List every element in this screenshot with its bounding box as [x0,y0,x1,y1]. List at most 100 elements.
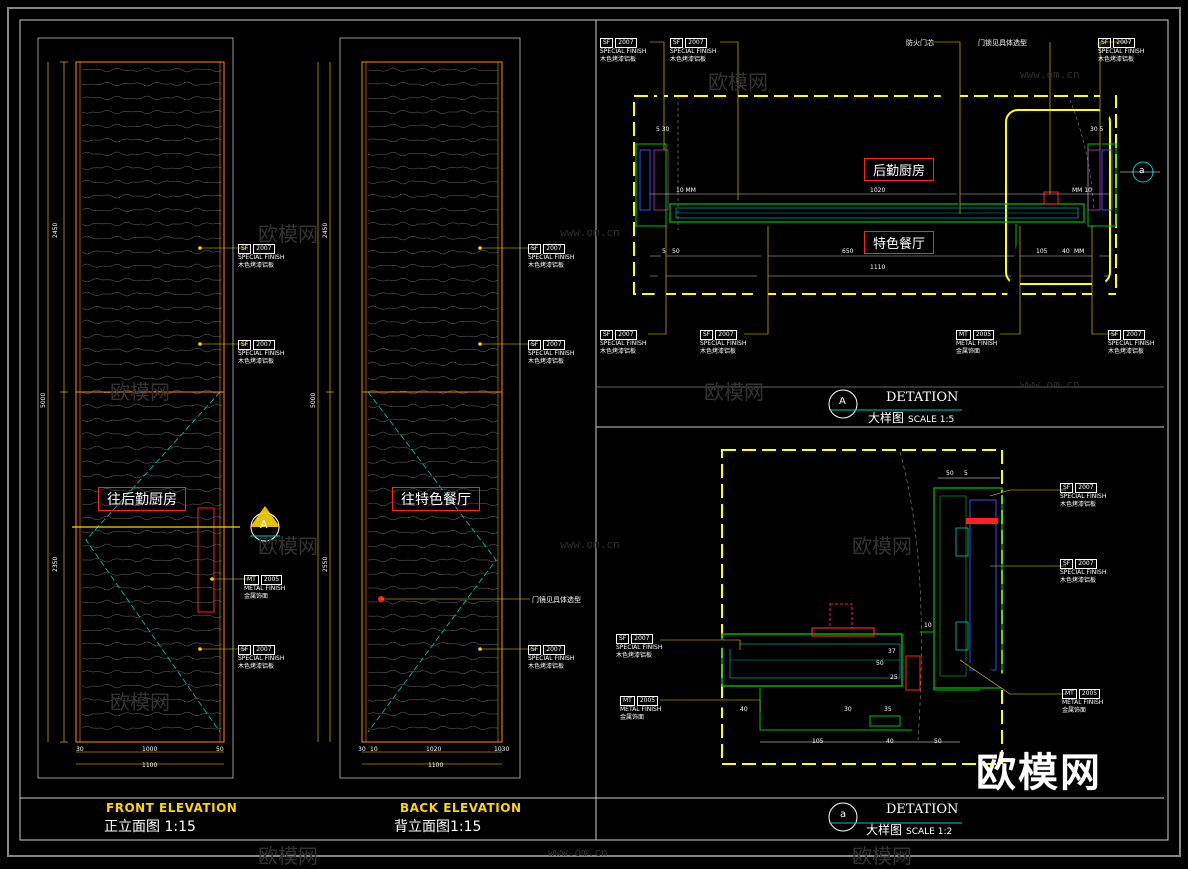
front-direction-label: 往后勤厨房 [98,487,186,511]
detail-a2-title-marker [828,802,962,832]
watermark: 欧模网 [258,222,318,246]
detail-a2-marker-letter: a [840,809,847,820]
detail-a-dim-5: 5 [662,248,666,255]
detail-a-dim-1020: 1020 [870,187,886,194]
watermark-url: www.om.cn [1020,378,1080,391]
lock-note: 门锁见具体选型 [978,39,1027,47]
detail-a-dim-50: 50 [672,248,680,255]
outer-border [7,7,1181,857]
front-viewport [37,37,234,779]
back-dim-bottom-b: 10 [370,746,378,753]
detail-a-dim-mm10: MM 10 [1072,187,1092,194]
watermark-url: www.om.cn [1020,68,1080,81]
detail-a-dim-530: 5 30 [656,126,670,133]
back-dim-upper: 2450 [322,222,329,238]
front-dimensions [47,61,224,765]
watermark: 欧模网 [110,690,170,714]
detail-a-dim-1110: 1110 [870,264,886,271]
detail-a-dim-40: 40 [1062,248,1070,255]
front-dim-bottom-a: 30 [76,746,84,753]
back-dim-bottom-d: 1030 [494,746,510,753]
detail-a-title: DETATION [886,390,959,405]
detail-a2-dim-50c: 50 [876,660,884,667]
front-dim-lower: 2350 [52,556,59,572]
brand-watermark: 欧模网 [976,750,1102,796]
section-marker-a [250,506,280,542]
detail-a-dim-105: 105 [1036,248,1048,255]
detail-a-label-top: 后勤厨房 [864,158,935,181]
detail-a2-dim-37: 37 [888,648,896,655]
detail-a2-dim-50: 50 [946,470,954,477]
detail-a-title-marker [828,389,962,419]
back-dim-bottom-c: 1020 [426,746,442,753]
front-title-en: FRONT ELEVATION [106,801,238,815]
detail-a-dim-10mm: 10 MM [676,187,696,194]
elevation-leaders [198,246,536,651]
back-title-en: BACK ELEVATION [400,801,522,815]
watermark: 欧模网 [704,380,764,404]
detail-a2-dim-40b: 40 [740,706,748,713]
detail-a-drawing [633,95,1117,295]
watermark: 欧模网 [258,534,318,558]
detail-a2-dim-105: 105 [812,738,824,745]
back-viewport [339,37,521,779]
front-title-cn: 正立面图 1:15 [104,819,196,835]
detail-a-dim-3010: 30 5 [1090,126,1104,133]
back-door-panel [361,61,530,743]
watermark-url: www.om.cn [560,226,620,239]
back-dim-total: 5000 [310,392,317,408]
hardware-note: 门镜见具体选型 [532,596,581,604]
detail-a2-dim-5: 5 [964,470,968,477]
detail-a-dim-mm: MM [1074,248,1085,255]
inner-border [19,19,1169,841]
watermark: 欧模网 [852,534,912,558]
back-dimensions [317,62,502,765]
detail-a-dim-650: 650 [842,248,854,255]
watermark-url: www.om.cn [560,538,620,551]
back-title-cn: 背立面图1:15 [394,819,482,835]
watermark: 欧模网 [852,844,912,868]
front-dim-upper: 2450 [52,222,59,238]
detail-a-leaders [648,41,1130,335]
fire-core-note: 防火门芯 [906,39,934,47]
section-marker-letter: A [260,518,268,531]
front-dim-bottom-c: 50 [216,746,224,753]
detail-a2-dim-35: 35 [884,706,892,713]
watermark-url: www.om.cn [548,846,608,859]
front-dim-bottom-total: 1100 [142,762,158,769]
back-dim-bottom-a: 30 [358,746,366,753]
side-marker-letter: a [1139,166,1145,176]
side-marker-a [1120,161,1160,183]
detail-a2-leaders [660,489,1066,712]
detail-a-label-bottom: 特色餐厅 [864,231,935,254]
back-direction-label: 往特色餐厅 [392,487,480,511]
detail-a2-dim-50b: 50 [934,738,942,745]
detail-a-marker-letter: A [839,396,846,407]
detail-a2-dim-10: 10 [924,622,932,629]
detail-a2-dim-40: 40 [886,738,894,745]
detail-a2-dim-30: 30 [844,706,852,713]
front-dim-total: 5000 [40,392,47,408]
watermark: 欧模网 [110,380,170,404]
